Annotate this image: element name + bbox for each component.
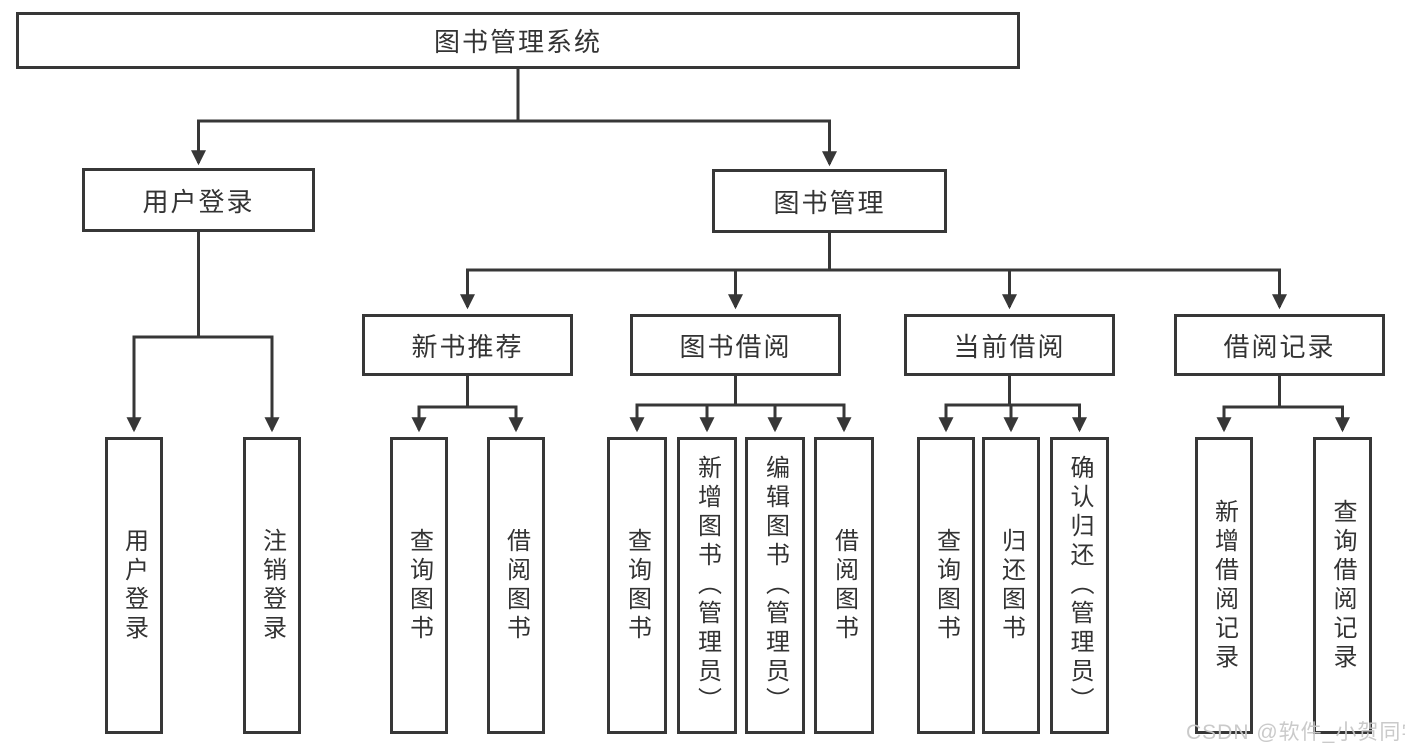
node-leaf-edit-book-admin-label: 编辑图书（管理员）: [761, 455, 789, 716]
node-leaf-add-borrow-record-label: 新增借阅记录: [1210, 498, 1238, 673]
node-library-system: 图书管理系统: [16, 12, 1020, 69]
node-book-management: 图书管理: [712, 169, 947, 233]
node-new-book-recommend: 新书推荐: [362, 314, 573, 376]
node-leaf-user-login: 用户登录: [105, 437, 163, 734]
connector-root-to-level2: [191, 67, 837, 167]
node-leaf-confirm-return-admin-label: 确认归还（管理员）: [1066, 455, 1093, 716]
node-leaf-borrow-book-2-label: 借阅图书: [830, 527, 858, 644]
node-leaf-borrow-book-1: 借阅图书: [487, 437, 545, 734]
node-leaf-logout: 注销登录: [243, 437, 301, 734]
csdn-watermark: CSDN @软件_小贺同学: [1186, 721, 1405, 744]
node-borrow-record: 借阅记录: [1174, 314, 1385, 376]
node-current-borrow: 当前借阅: [904, 314, 1115, 376]
node-library-system-label: 图书管理系统: [433, 27, 602, 57]
node-user-login: 用户登录: [82, 168, 315, 232]
node-leaf-query-borrow-record-label: 查询借阅记录: [1329, 498, 1356, 673]
node-leaf-confirm-return-admin: 确认归还（管理员）: [1050, 437, 1109, 734]
connector-user-login-children: [126, 230, 280, 433]
node-borrow-record-label: 借阅记录: [1223, 331, 1336, 362]
connector-book-mgmt-to-level3: [460, 231, 1287, 310]
node-book-borrow-label: 图书借阅: [679, 331, 792, 362]
connector-borrow-record-children: [1216, 374, 1350, 433]
node-leaf-add-book-admin: 新增图书（管理员）: [677, 437, 737, 734]
node-user-login-label: 用户登录: [142, 186, 255, 217]
node-leaf-borrow-book-1-label: 借阅图书: [502, 527, 530, 644]
node-leaf-add-book-admin-label: 新增图书（管理员）: [693, 455, 721, 716]
node-leaf-query-book-1-label: 查询图书: [405, 527, 433, 644]
node-leaf-edit-book-admin: 编辑图书（管理员）: [745, 437, 805, 734]
node-leaf-logout-label: 注销登录: [258, 527, 286, 644]
connector-new-book-children: [411, 374, 524, 433]
connector-book-borrow-children: [629, 374, 852, 433]
node-leaf-query-borrow-record: 查询借阅记录: [1313, 437, 1372, 734]
node-leaf-query-book-1: 查询图书: [390, 437, 448, 734]
connector-current-borrow-children: [938, 374, 1087, 433]
node-leaf-query-book-3-label: 查询图书: [932, 527, 960, 644]
node-new-book-recommend-label: 新书推荐: [411, 331, 524, 362]
node-leaf-return-book: 归还图书: [982, 437, 1040, 734]
node-leaf-query-book-3: 查询图书: [917, 437, 975, 734]
node-leaf-query-book-2: 查询图书: [607, 437, 667, 734]
node-current-borrow-label: 当前借阅: [953, 331, 1066, 362]
node-leaf-return-book-label: 归还图书: [997, 527, 1025, 644]
node-leaf-add-borrow-record: 新增借阅记录: [1195, 437, 1253, 734]
node-book-management-label: 图书管理: [773, 187, 886, 218]
node-leaf-query-book-2-label: 查询图书: [623, 527, 651, 644]
node-leaf-borrow-book-2: 借阅图书: [814, 437, 874, 734]
node-leaf-user-login-label: 用户登录: [120, 527, 148, 644]
node-book-borrow: 图书借阅: [630, 314, 841, 376]
